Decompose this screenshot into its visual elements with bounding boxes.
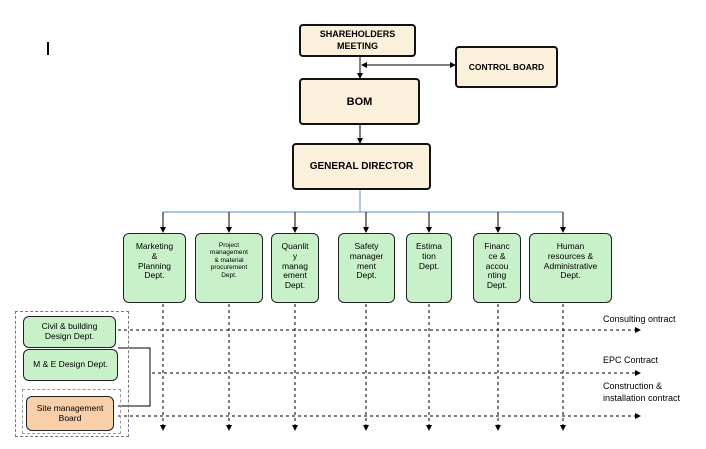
dept-marketing: Marketing & Planning Dept.: [123, 233, 186, 303]
shareholders-meeting-box: SHAREHOLDERS MEETING: [299, 24, 416, 57]
epc-contract-label: EPC Contract: [603, 355, 659, 365]
construction-contract-label: Construction & installation contract: [603, 381, 681, 403]
site-unit-frame: [22, 389, 121, 434]
dept-quality: Quanlit y manag ement Dept.: [271, 233, 319, 303]
design-units-frame: [15, 311, 129, 437]
dept-hr: Human resources & Administrative Dept.: [529, 233, 612, 303]
civil-design-dept: Civil & building Design Dept.: [23, 316, 116, 348]
dept-finance: Financ ce & accou nting Dept.: [473, 233, 521, 303]
control-board-box: CONTROL BOARD: [455, 46, 558, 88]
consulting-contract-label: Consulting ontract: [603, 314, 676, 324]
dept-project: Project management & material procuremen…: [195, 233, 263, 303]
dept-estimation: Estima tion Dept.: [406, 233, 452, 303]
site-management-board: Site management Board: [26, 396, 114, 431]
text-cursor: [47, 42, 49, 55]
me-design-dept: M & E Design Dept.: [23, 349, 118, 381]
general-director-box: GENERAL DIRECTOR: [292, 143, 431, 190]
dept-safety: Safety manager ment Dept.: [338, 233, 395, 303]
bom-box: BOM: [299, 78, 420, 125]
